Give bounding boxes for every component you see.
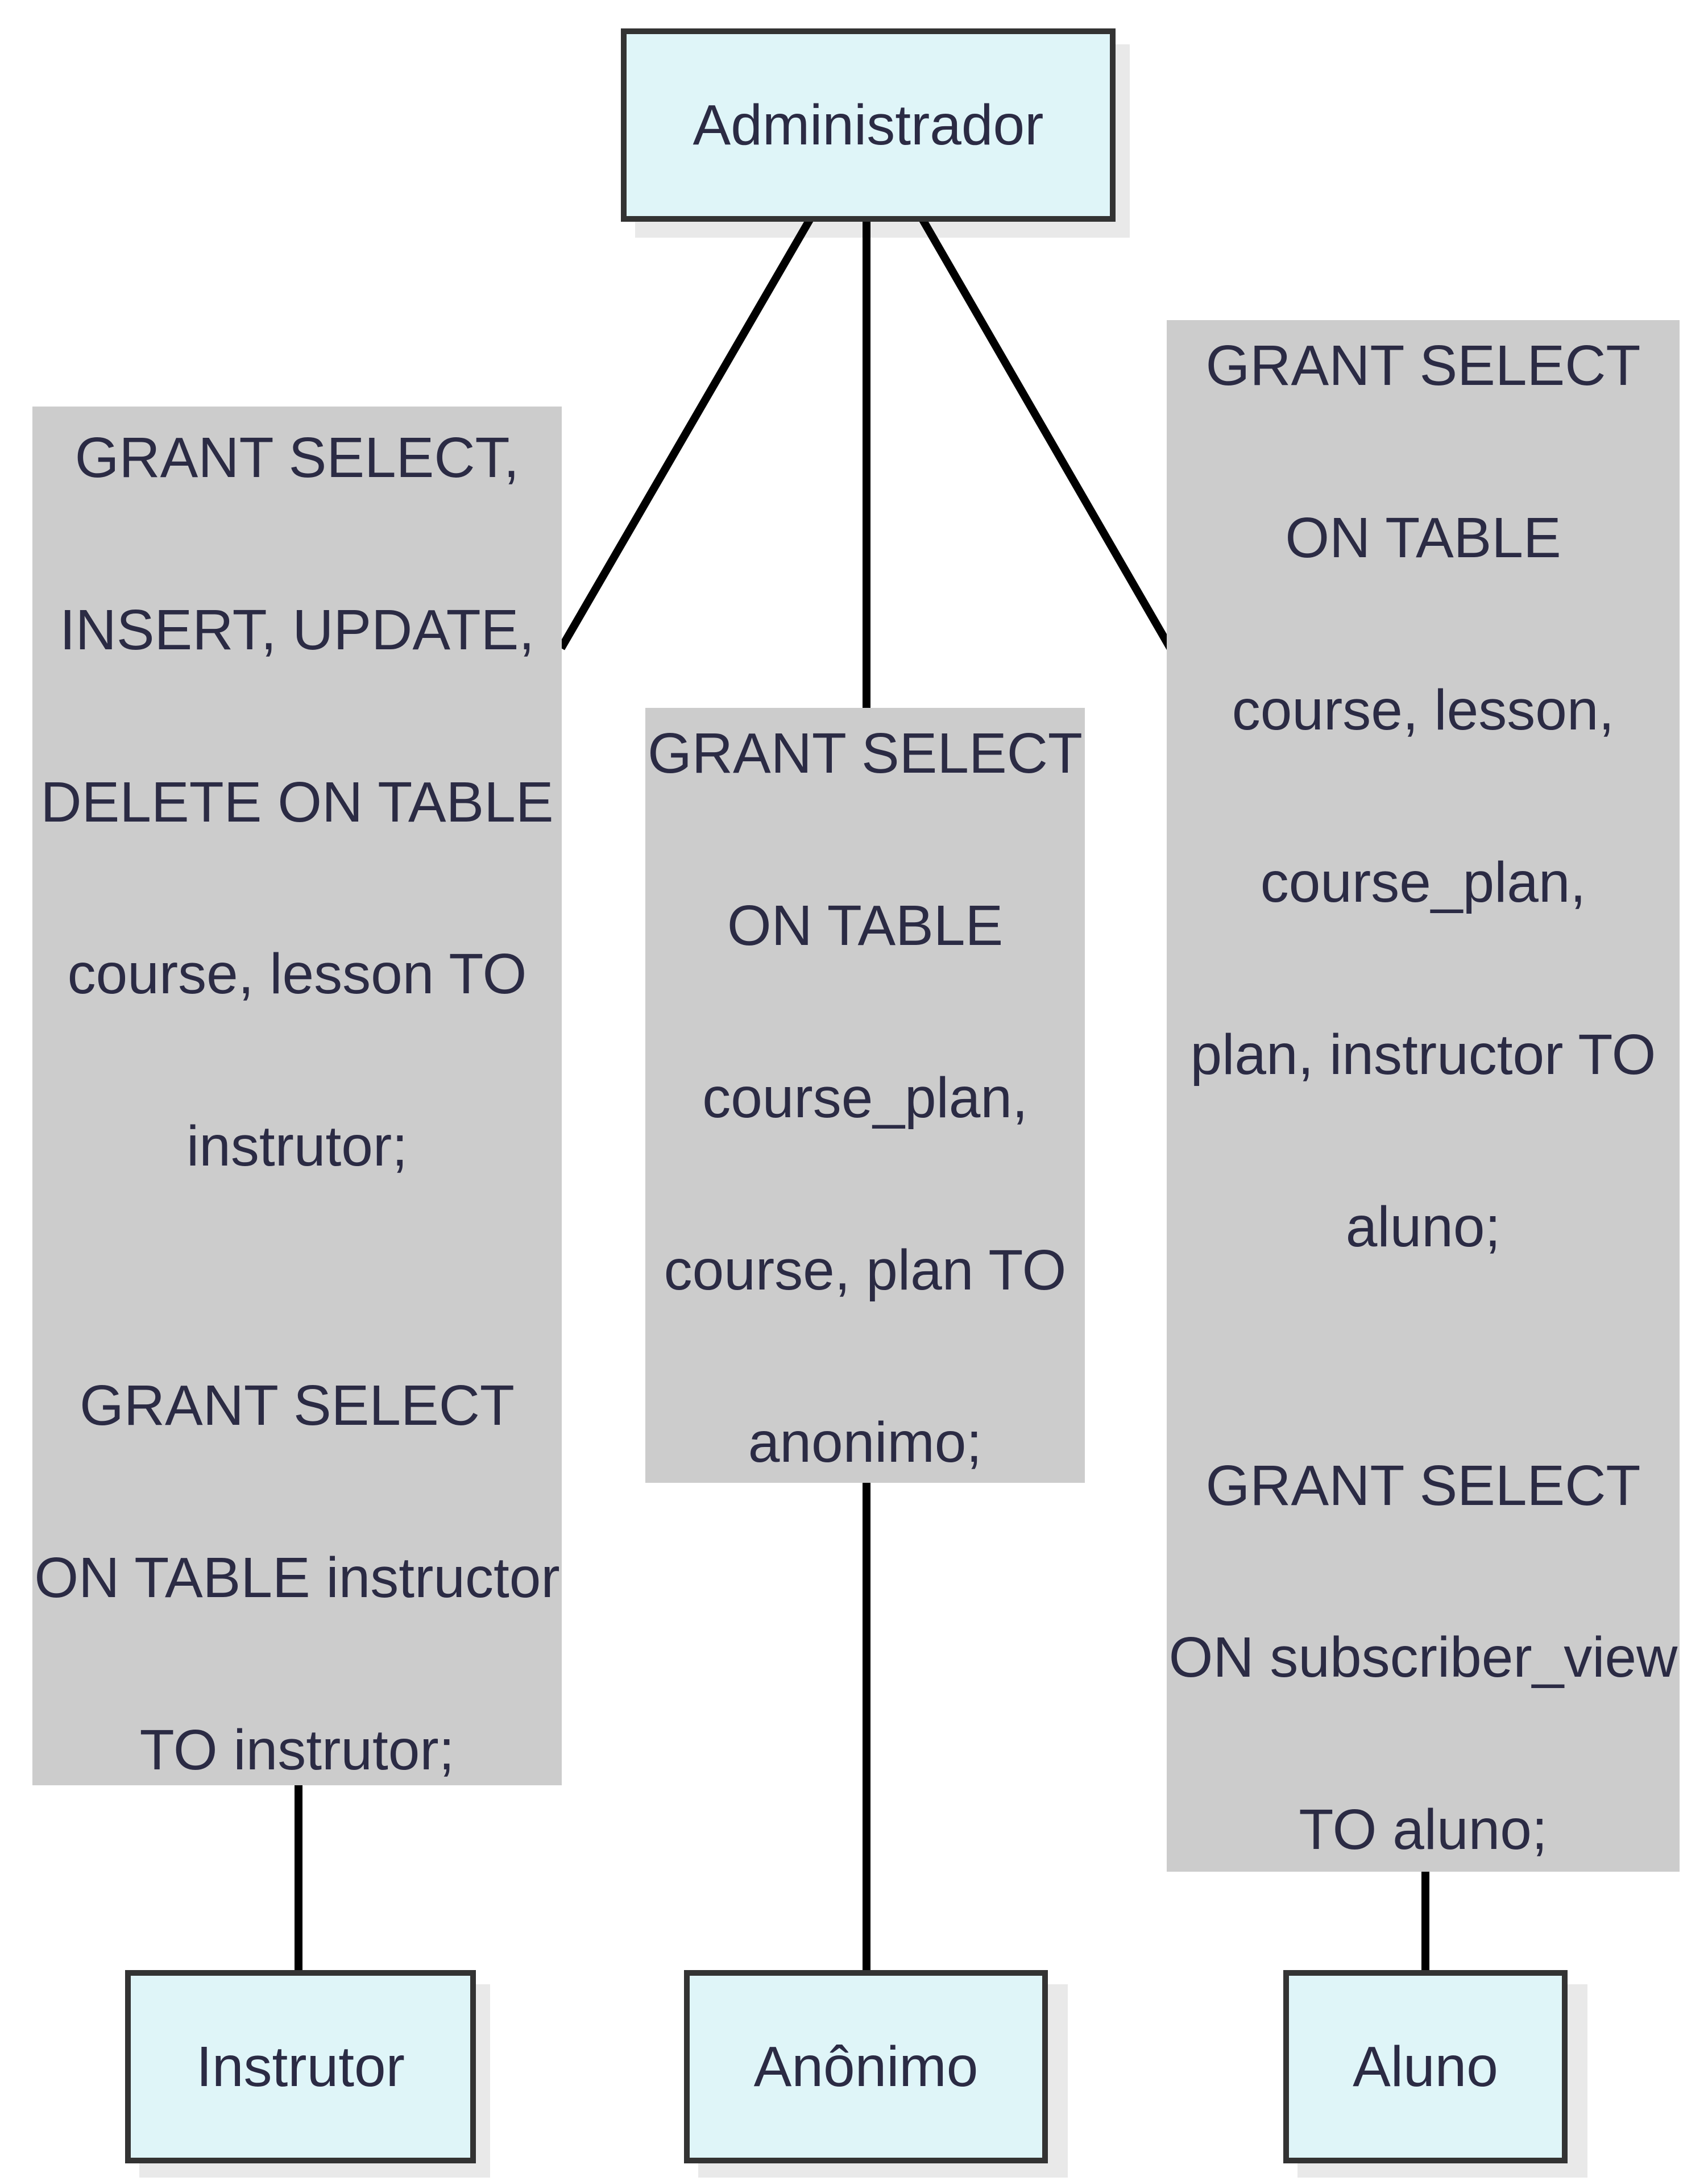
label-line: course, lesson TO xyxy=(67,942,527,1006)
label-line: course, lesson, xyxy=(1232,678,1615,742)
node-administrador-label: Administrador xyxy=(693,93,1044,157)
label-line: DELETE ON TABLE xyxy=(40,770,554,834)
label-line: ON TABLE xyxy=(1285,506,1561,570)
label-line: GRANT SELECT xyxy=(1205,334,1641,397)
label-line: course_plan, xyxy=(1260,851,1586,914)
label-line: GRANT SELECT xyxy=(648,722,1083,785)
node-instrutor[interactable]: Instrutor xyxy=(125,1970,476,2163)
node-administrador[interactable]: Administrador xyxy=(621,28,1116,222)
label-line: aluno; xyxy=(1345,1195,1501,1259)
label-line: course_plan, xyxy=(702,1066,1028,1130)
label-line: GRANT SELECT, xyxy=(74,426,520,490)
node-instrutor-label: Instrutor xyxy=(196,2034,405,2099)
label-line: course, plan TO xyxy=(664,1238,1067,1302)
label-line: plan, instructor TO xyxy=(1190,1023,1656,1087)
label-line: GRANT SELECT xyxy=(80,1374,515,1437)
label-line: ON subscriber_view xyxy=(1168,1626,1678,1689)
label-line: anonimo; xyxy=(748,1411,982,1474)
edge-label-instrutor: GRANT SELECT, INSERT, UPDATE, DELETE ON … xyxy=(32,407,562,1785)
edge-admin-aluno-upper xyxy=(918,217,1175,652)
label-line: ON TABLE xyxy=(727,894,1004,957)
edge-label-anonimo: GRANT SELECT ON TABLE course_plan, cours… xyxy=(645,708,1085,1483)
label-line: TO aluno; xyxy=(1299,1798,1548,1861)
label-line: instrutor; xyxy=(186,1114,408,1178)
label-line: INSERT, UPDATE, xyxy=(59,598,535,662)
label-line: ON TABLE instructor xyxy=(34,1546,560,1610)
node-anonimo-label: Anônimo xyxy=(753,2034,979,2099)
node-anonimo[interactable]: Anônimo xyxy=(684,1970,1048,2163)
edge-label-aluno: GRANT SELECT ON TABLE course, lesson, co… xyxy=(1167,320,1680,1872)
edge-admin-instrutor-upper xyxy=(557,217,814,650)
label-line: GRANT SELECT xyxy=(1205,1454,1641,1517)
node-aluno[interactable]: Aluno xyxy=(1283,1970,1568,2163)
node-aluno-label: Aluno xyxy=(1353,2034,1498,2099)
label-line: TO instrutor; xyxy=(139,1718,455,1782)
